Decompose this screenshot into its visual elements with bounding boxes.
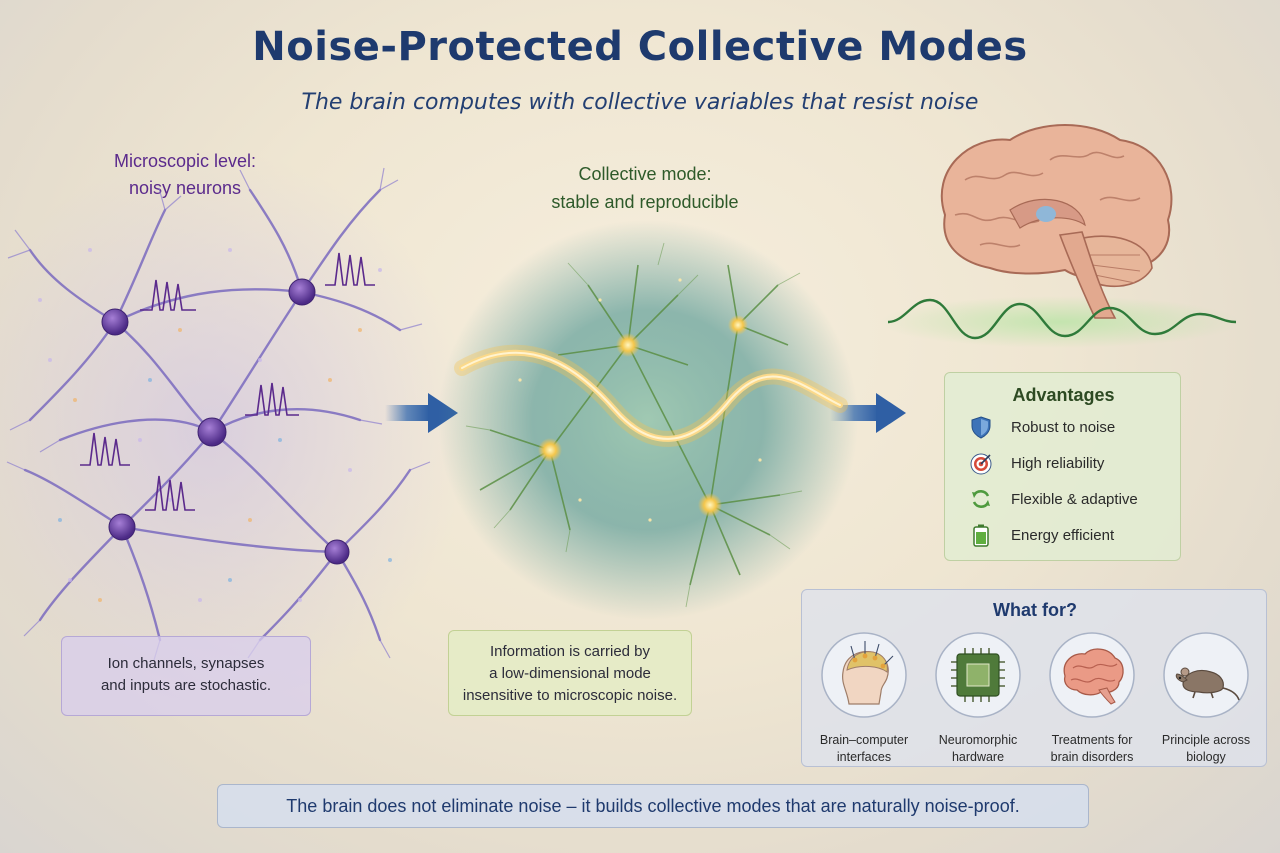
what-for-label: Brain–computer interfaces bbox=[806, 732, 922, 766]
what-for-title: What for? bbox=[993, 600, 1077, 620]
advantage-label: Flexible & adaptive bbox=[1011, 490, 1138, 508]
microscopic-note-line1: Ion channels, synapses bbox=[107, 655, 265, 672]
battery-icon bbox=[973, 524, 989, 547]
footer-banner: The brain does not eliminate noise – it … bbox=[217, 784, 1089, 828]
advantage-item-robust: Robust to noise bbox=[969, 415, 1115, 439]
collective-mode-network bbox=[438, 220, 858, 620]
advantages-title: Advantages bbox=[1012, 385, 1115, 405]
advantage-label: High reliability bbox=[1011, 454, 1105, 472]
what-for-label: Principle across biology bbox=[1148, 732, 1264, 766]
microscopic-note-line2: and inputs are stochastic. bbox=[100, 677, 272, 694]
advantage-label: Robust to noise bbox=[1011, 418, 1116, 436]
what-for-item-treatments: Treatments for brain disorders bbox=[1034, 632, 1150, 766]
target-icon bbox=[970, 453, 992, 475]
what-for-item-bci: Brain–computer interfaces bbox=[806, 632, 922, 766]
collective-note-line1: Information is carried by bbox=[489, 643, 651, 660]
advantage-label: Energy efficient bbox=[1011, 526, 1115, 544]
collective-note-line2: a low-dimensional mode bbox=[489, 665, 651, 682]
microscopic-note: Ion channels, synapses and inputs are st… bbox=[61, 636, 311, 716]
microscopic-heading: Microscopic level: noisy neurons bbox=[60, 148, 310, 202]
advantage-item-reliability: High reliability bbox=[969, 451, 1104, 475]
what-for-label: Treatments for brain disorders bbox=[1034, 732, 1150, 766]
shield-icon bbox=[971, 416, 991, 439]
rat-icon bbox=[1163, 632, 1249, 718]
noisy-neuron-network bbox=[6, 167, 431, 661]
what-for-label-line2: hardware bbox=[951, 750, 1005, 764]
what-for-label: Neuromorphic hardware bbox=[920, 732, 1036, 766]
page-title: Noise-Protected Collective Modes bbox=[252, 24, 1028, 70]
advantage-item-energy: Energy efficient bbox=[969, 523, 1114, 547]
collective-heading: Collective mode: stable and reproducible bbox=[500, 160, 790, 216]
collective-heading-line1: Collective mode: bbox=[578, 164, 712, 184]
collective-note-line3: insensitive to microscopic noise. bbox=[462, 687, 678, 704]
brain-illustration bbox=[880, 124, 1240, 348]
microscopic-heading-line2: noisy neurons bbox=[128, 178, 242, 198]
advantage-item-flexible: Flexible & adaptive bbox=[969, 487, 1138, 511]
what-for-label-line2: biology bbox=[1186, 750, 1226, 764]
page-subtitle: The brain computes with collective varia… bbox=[301, 90, 979, 115]
what-for-label-line1: Principle across bbox=[1161, 733, 1251, 747]
cycle-arrows-icon bbox=[972, 490, 990, 508]
what-for-label-line2: interfaces bbox=[836, 750, 892, 764]
what-for-label-line2: brain disorders bbox=[1050, 750, 1134, 764]
advantages-panel: Advantages Robust to noise High reliabil… bbox=[944, 372, 1181, 561]
collective-heading-line2: stable and reproducible bbox=[551, 192, 739, 212]
what-for-label-line1: Treatments for bbox=[1051, 733, 1133, 747]
what-for-item-neuromorphic: Neuromorphic hardware bbox=[920, 632, 1036, 766]
head-electrodes-icon bbox=[821, 632, 907, 718]
chip-icon bbox=[935, 632, 1021, 718]
what-for-label-line1: Brain–computer bbox=[819, 733, 909, 747]
microscopic-heading-line1: Microscopic level: bbox=[113, 151, 257, 171]
brain-icon bbox=[1049, 632, 1135, 718]
what-for-label-line1: Neuromorphic bbox=[938, 733, 1018, 747]
collective-note: Information is carried by a low-dimensio… bbox=[448, 630, 692, 716]
what-for-item-biology: Principle across biology bbox=[1148, 632, 1264, 766]
what-for-panel: What for? Brain–computer interfaces Neur… bbox=[801, 589, 1267, 767]
